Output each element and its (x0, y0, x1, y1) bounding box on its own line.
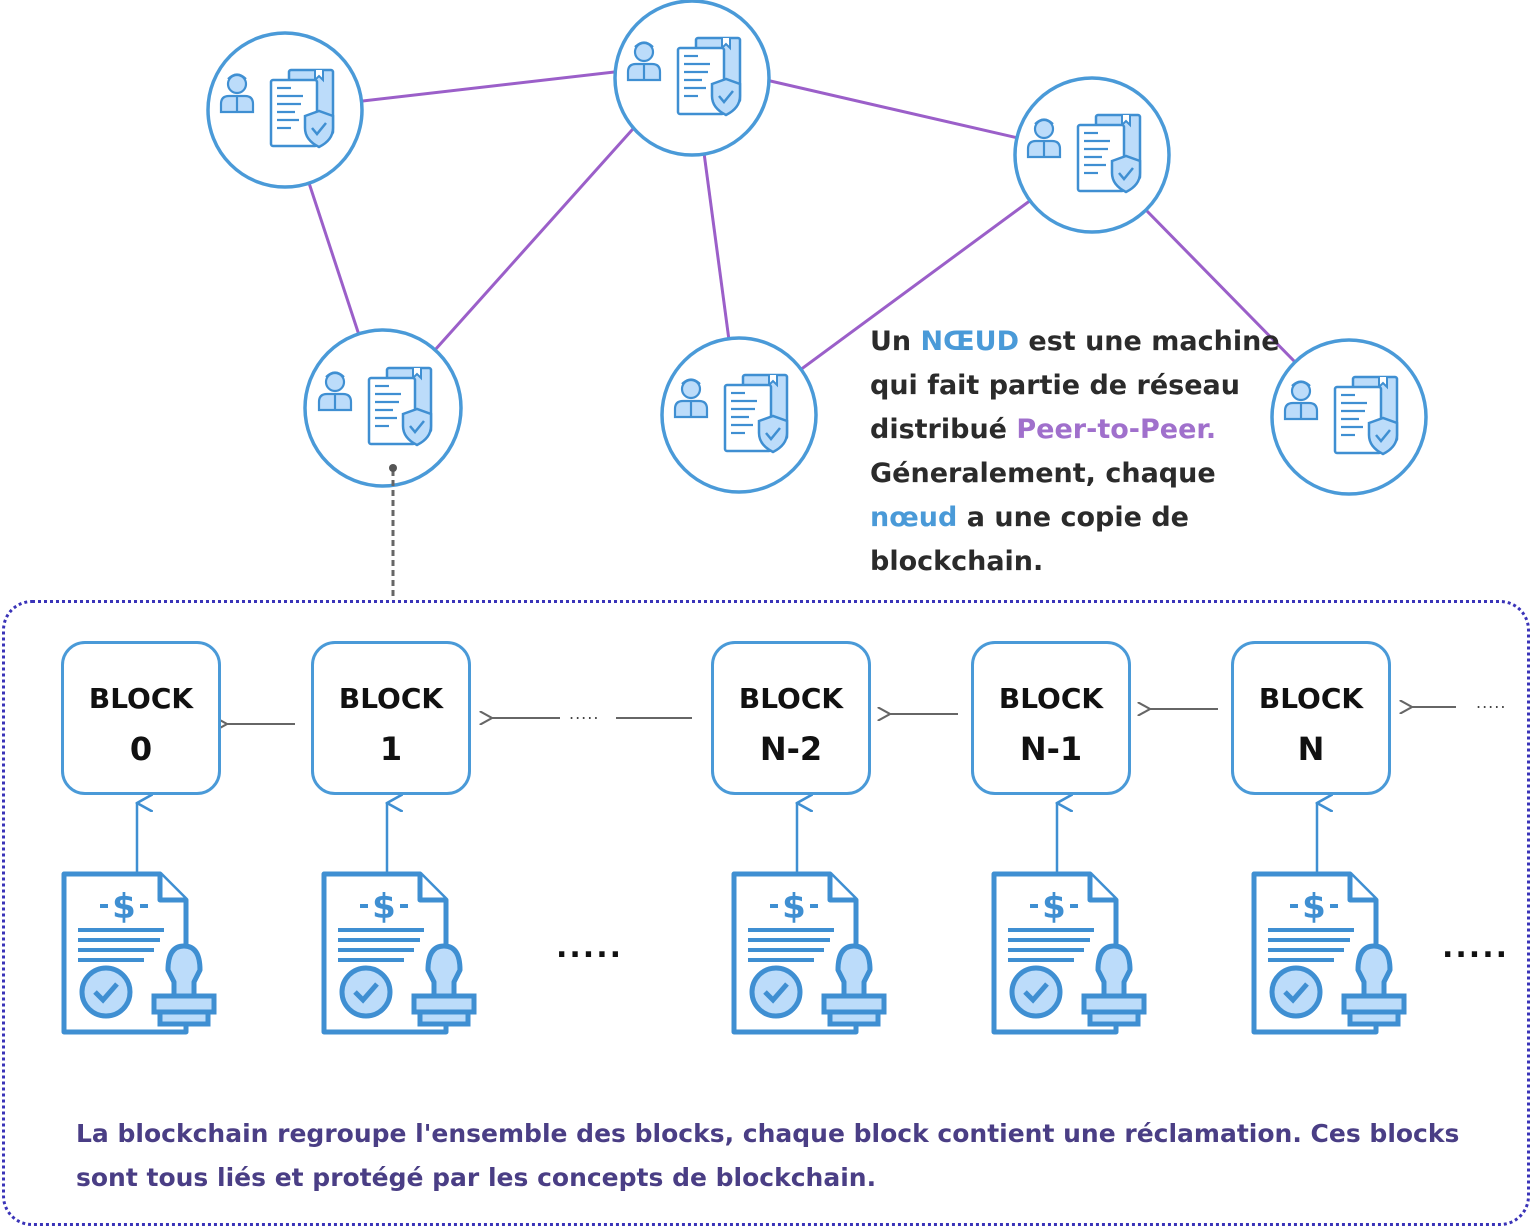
block-index: 0 (129, 730, 153, 768)
desc-prefix: Un (870, 326, 921, 357)
block-index: N (1297, 730, 1325, 768)
block-title: BLOCK (338, 682, 444, 715)
node-6 (1270, 338, 1428, 496)
node-5 (660, 336, 818, 494)
block-title: BLOCK (1258, 682, 1364, 715)
block-0: BLOCK 0 (61, 641, 221, 795)
connector-dot (389, 464, 397, 472)
desc-middle: est une machine qui fait partie de résea… (870, 326, 1280, 445)
desc-general: Géneralement, chaque (870, 458, 1216, 489)
blockchain-panel (2, 600, 1530, 1226)
term-peer-to-peer: Peer-to-Peer. (1016, 414, 1217, 445)
block-n-2: BLOCK N-2 (711, 641, 871, 795)
node-description: Un NŒUD est une machine qui fait partie … (870, 320, 1290, 584)
claims-continue-ellipsis: ..... (1442, 930, 1509, 965)
block-index: 1 (379, 730, 403, 768)
block-index: N-1 (1019, 730, 1083, 768)
block-title: BLOCK (88, 682, 194, 715)
node-3 (1013, 76, 1171, 234)
term-noeud: NŒUD (920, 326, 1019, 357)
term-noeud-lower: nœud (870, 502, 958, 533)
block-1: BLOCK 1 (311, 641, 471, 795)
p2p-network (206, 0, 1428, 600)
block-n-1: BLOCK N-1 (971, 641, 1131, 795)
block-title: BLOCK (998, 682, 1104, 715)
claims-gap-ellipsis: ..... (556, 930, 623, 965)
chain-gap-ellipsis: ..... (569, 704, 600, 723)
node-4 (303, 328, 463, 488)
node-2 (613, 0, 771, 157)
block-index: N-2 (759, 730, 823, 768)
chain-continue-ellipsis: ..... (1476, 693, 1507, 712)
blockchain-caption: La blockchain regroupe l'ensemble des bl… (76, 1119, 1460, 1192)
node-1 (206, 31, 364, 189)
block-title: BLOCK (738, 682, 844, 715)
block-n: BLOCK N (1231, 641, 1391, 795)
desc-suffix: a une copie de blockchain. (870, 502, 1189, 577)
